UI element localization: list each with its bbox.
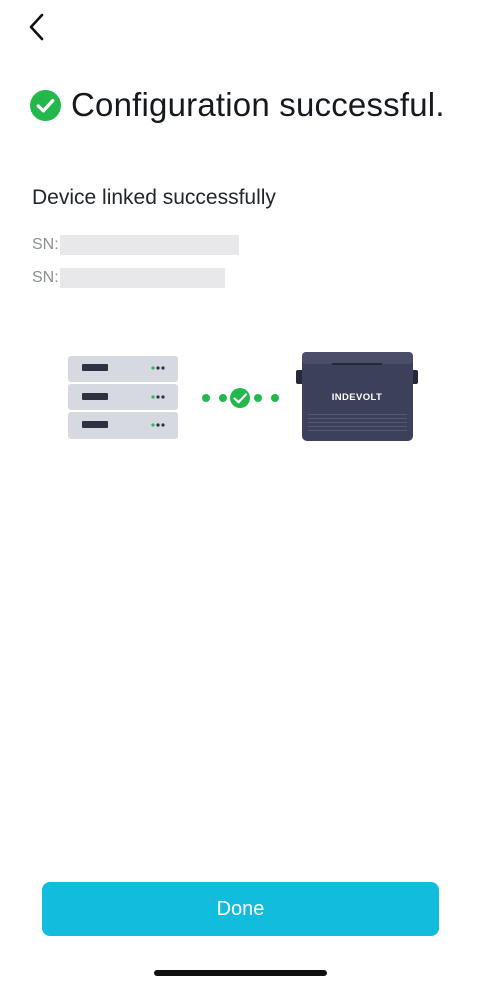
check-circle-icon [30,89,61,121]
serial-number-redacted [59,268,225,288]
chevron-left-icon [29,13,44,41]
linked-subtitle: Device linked successfully [32,186,276,209]
status-header: Configuration successful. [30,86,445,124]
serial-number-row: SN: [32,267,225,289]
serial-number-row: SN: [32,234,239,256]
home-indicator [154,970,327,976]
done-button[interactable]: Done [42,882,439,936]
serial-number-redacted [59,235,239,255]
device-link-illustration: INDEVOLT [68,352,418,441]
page-title: Configuration successful. [71,86,445,123]
back-button[interactable] [22,12,52,42]
serial-number-label: SN: [32,269,59,286]
connection-dots [202,388,279,408]
power-station-image: INDEVOLT [296,352,418,441]
device-brand-label: INDEVOLT [332,392,383,403]
serial-number-label: SN: [32,236,59,253]
battery-stack-image [68,356,178,439]
